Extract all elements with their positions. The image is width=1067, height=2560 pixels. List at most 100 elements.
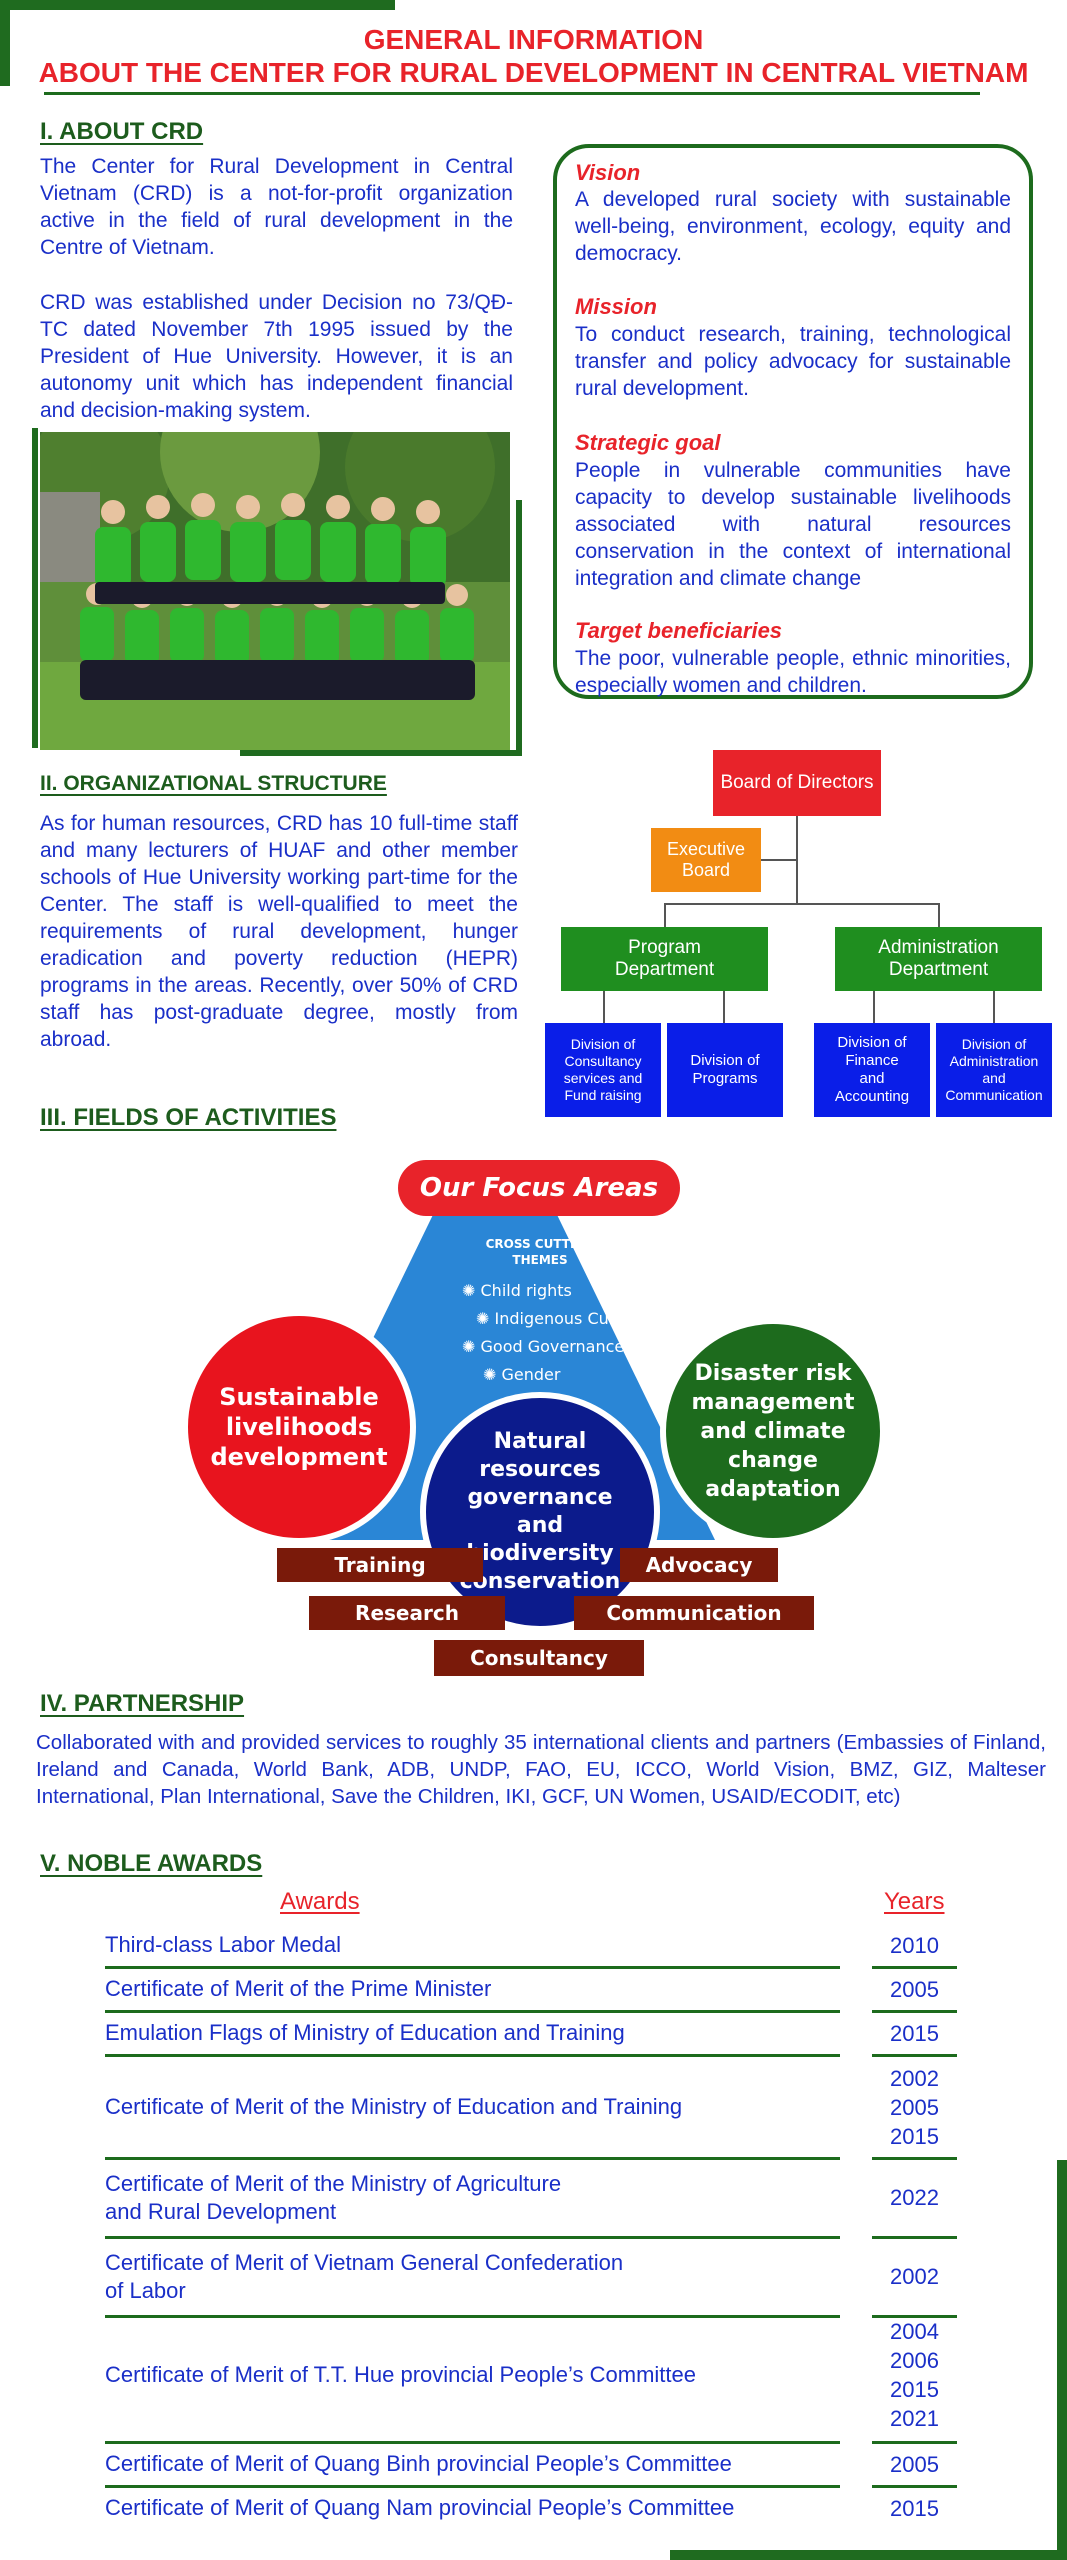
org-board-of-directors: Board of Directors [713,750,881,816]
award-year: 2006 [890,2348,939,2373]
award-years: 2015 [872,2488,957,2528]
org-division-administration: Division of Administration and Communica… [936,1023,1052,1117]
circle-natural-resources: Natural resources governance and biodive… [420,1392,660,1632]
award-name: Certificate of Merit of the Ministry of … [105,2170,562,2224]
tag-training: Training [277,1548,483,1582]
org-connector [664,903,666,927]
theme-label: Indigenous Culture [494,1309,646,1328]
org-division-consultancy: Division of Consultancy services and Fun… [545,1023,661,1117]
strategic-goal-text: People in vulnerable communities have ca… [575,459,1011,590]
org-connector [993,991,995,1023]
org-connector [873,991,875,1023]
award-year: 2022 [890,2185,939,2210]
award-year: 2004 [890,2319,939,2344]
award-years: 2022 [872,2160,957,2235]
award-years: 2004 2006 2015 2021 [872,2310,957,2440]
award-row-divider [105,2010,840,2013]
tag-research: Research [309,1596,505,1630]
award-name: Certificate of Merit of the Ministry of … [105,2094,683,2119]
org-connector [796,816,798,904]
section-partnership-heading: IV. PARTNERSHIP [40,1690,245,1717]
award-years: 2010 [872,1925,957,1965]
award-row-divider [105,2157,840,2160]
photo-frame-bottom [240,750,522,756]
award-years: 2005 [872,2444,957,2484]
target-beneficiaries-text: The poor, vulnerable people, ethnic mino… [575,647,1011,697]
award-year: 2015 [890,2495,939,2521]
award-year: 2021 [890,2406,939,2431]
year-row-divider [872,2054,957,2057]
award-years: 2002 [872,2239,957,2314]
theme-label: Gender [501,1365,561,1384]
vision-mission-box: Vision A developed rural society with su… [553,144,1033,699]
award-name: Certificate of Merit of Vietnam General … [105,2249,624,2303]
year-row-divider [872,1966,957,1969]
year-row-divider [872,2010,957,2013]
section-awards-heading: V. NOBLE AWARDS [40,1850,263,1877]
staff-group-photo [40,432,510,750]
org-division-finance: Division of Finance and Accounting [814,1023,930,1117]
focus-banner-label: Our Focus Areas [419,1173,659,1203]
year-row-divider [872,2315,957,2318]
award-year: 2005 [890,2451,939,2477]
focus-banner: Our Focus Areas [398,1160,680,1216]
about-paragraph-1: The Center for Rural Development in Cent… [40,155,513,259]
years-column-header: Years [884,1888,945,1915]
vision-heading: Vision [575,160,641,185]
tag-communication: Communication [574,1596,814,1630]
award-year: 2005 [890,2094,939,2120]
year-row-divider [872,2441,957,2444]
sun-icon: ✺ [462,1281,481,1300]
award-name: Certificate of Merit of T.T. Hue provinc… [105,2362,696,2387]
awards-column-header: Awards [280,1888,360,1915]
mission-text: To conduct research, training, technolog… [575,323,1011,400]
award-row-divider [105,1966,840,1969]
org-division-programs: Division of Programs [667,1023,783,1117]
award-year: 2015 [890,2020,939,2046]
award-year: 2015 [890,2377,939,2402]
award-years: 2005 [872,1969,957,2009]
award-name: Emulation Flags of Ministry of Education… [105,2020,625,2045]
theme-label: Good Governance [480,1337,625,1356]
page-title-line2: ABOUT THE CENTER FOR RURAL DEVELOPMENT I… [38,57,1029,88]
tag-advocacy: Advocacy [620,1548,778,1582]
frame-right-bar [1057,2160,1067,2560]
award-year: 2015 [890,2123,939,2149]
award-year: 2002 [890,2065,939,2091]
year-row-divider [872,2485,957,2488]
award-row-divider [105,2236,840,2239]
circle-label: Sustainable livelihoods development [210,1383,388,1471]
circle-sustainable-livelihoods: Sustainable livelihoods development [182,1310,416,1544]
mission-heading: Mission [575,294,657,319]
award-years: 2002 2005 2015 [872,2058,957,2156]
photo-frame-left [32,428,38,748]
theme-item-1: ✺ Indigenous Culture [476,1309,646,1328]
section-about-heading: I. ABOUT CRD [40,118,204,145]
staff-group-photo-graphic [40,432,510,750]
year-row-divider [872,2236,957,2239]
theme-item-3: ✺ Gender [483,1365,560,1384]
section-fields-heading: III. FIELDS OF ACTIVITIES [40,1104,337,1131]
org-program-department: Program Department [561,927,768,991]
theme-label: Child rights [480,1281,572,1300]
award-row-divider [105,2054,840,2057]
page-title-line1: GENERAL INFORMATION [363,24,704,55]
photo-frame-right [516,500,522,755]
circle-label: Disaster risk management and climate cha… [691,1360,855,1502]
org-executive-board: Executive Board [651,828,761,892]
frame-top-left-bar [0,0,395,10]
about-paragraph-2: CRD was established under Decision no 73… [40,291,513,422]
org-paragraph: As for human resources, CRD has 10 full-… [40,812,518,1051]
award-row-divider [105,2485,840,2488]
frame-bottom-right-bar [670,2550,1067,2560]
award-name: Certificate of Merit of the Prime Minist… [105,1976,492,2001]
award-name: Certificate of Merit of Quang Nam provin… [105,2495,735,2520]
partnership-text: Collaborated with and provided services … [36,1731,1046,1808]
cross-cutting-title: CROSS CUTTING THEMES [485,1237,595,1267]
org-connector [603,991,605,1023]
section-org-heading: II. ORGANIZATIONAL STRUCTURE [40,772,387,795]
frame-left-bar [0,0,10,86]
award-year: 2005 [890,1976,939,2002]
org-administration-department: Administration Department [835,927,1042,991]
sun-icon: ✺ [483,1365,502,1384]
